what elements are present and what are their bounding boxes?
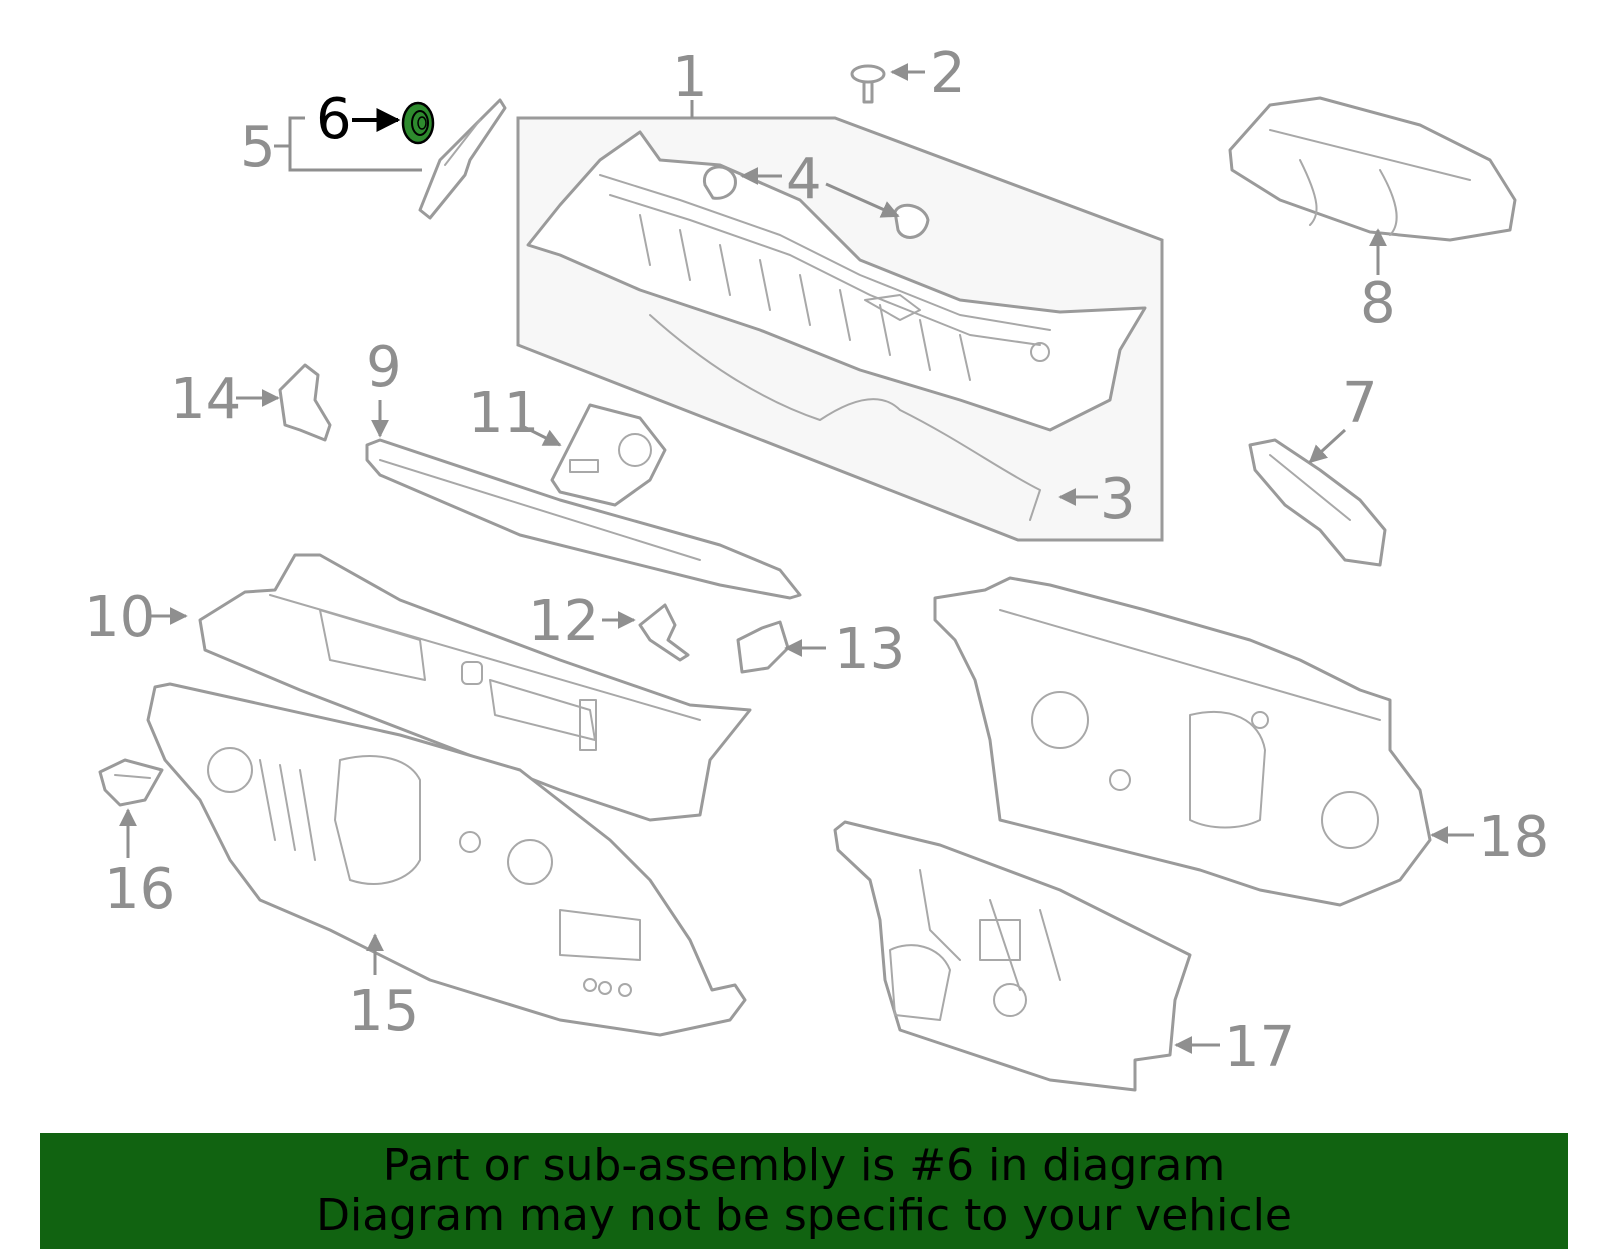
banner-line-1: Part or sub-assembly is #6 in diagram	[382, 1140, 1226, 1191]
part-16-clip[interactable]	[98, 758, 164, 807]
callout-8: 8	[1360, 271, 1396, 336]
callout-9: 9	[366, 335, 402, 400]
part-6-fastener[interactable]	[401, 101, 435, 145]
callout-6: 6	[316, 87, 352, 152]
part-15-dash-panel[interactable]	[146, 682, 747, 1037]
part-4-grommet[interactable]	[702, 165, 930, 239]
callout-3: 3	[1100, 467, 1136, 532]
callout-5: 5	[240, 115, 276, 180]
part-2-clip[interactable]	[850, 64, 886, 104]
callout-2: 2	[930, 41, 966, 106]
callout-13: 13	[834, 617, 905, 682]
part-8-cover[interactable]	[1228, 96, 1517, 242]
part-9-seal[interactable]	[365, 438, 802, 600]
callout-4: 4	[786, 147, 822, 212]
callout-14: 14	[170, 367, 241, 432]
part-10-cowl-panel[interactable]	[198, 553, 752, 822]
callout-7: 7	[1342, 371, 1378, 436]
part-17-insulator[interactable]	[833, 820, 1192, 1092]
callout-12: 12	[528, 589, 599, 654]
callout-17: 17	[1224, 1015, 1295, 1080]
part-11-bracket[interactable]	[550, 403, 667, 507]
part-18-insulator[interactable]	[933, 576, 1432, 907]
callout-1: 1	[672, 45, 708, 110]
part-5-bracket[interactable]	[418, 98, 507, 220]
part-14-bracket[interactable]	[278, 363, 332, 442]
callout-18: 18	[1478, 805, 1549, 870]
banner-line-2: Diagram may not be specific to your vehi…	[316, 1190, 1292, 1241]
info-banner: Part or sub-assembly is #6 in diagram Di…	[40, 1133, 1568, 1249]
callout-11: 11	[468, 381, 539, 446]
part-1-cowl-top[interactable]	[516, 116, 1164, 542]
callout-15: 15	[348, 979, 419, 1044]
callout-10: 10	[84, 585, 155, 650]
part-12-clip[interactable]	[638, 603, 690, 662]
part-7-bracket[interactable]	[1248, 438, 1387, 567]
part-13-clip[interactable]	[736, 620, 790, 674]
callout-16: 16	[104, 857, 175, 922]
